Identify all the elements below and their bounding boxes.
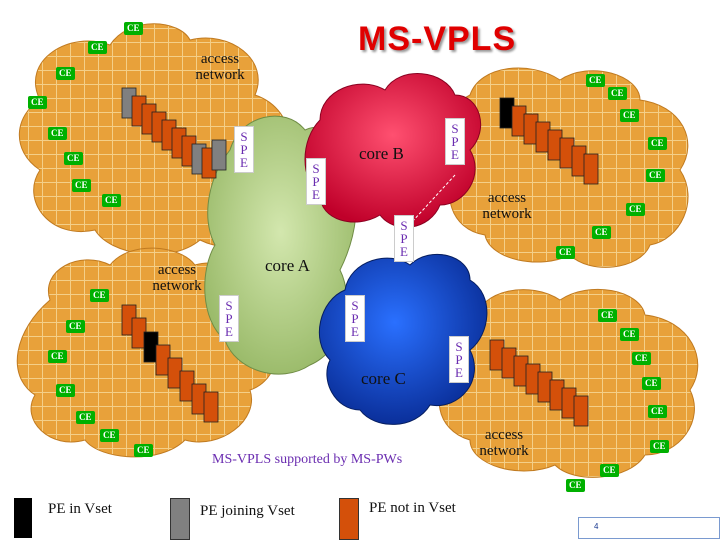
ce-node: CE xyxy=(592,226,611,239)
ce-node: CE xyxy=(56,384,75,397)
ce-node: CE xyxy=(648,405,667,418)
pe-stack-top-right xyxy=(499,97,599,185)
s-pe-node: S P E xyxy=(445,118,465,165)
ce-node: CE xyxy=(72,179,91,192)
ce-node: CE xyxy=(90,289,109,302)
ce-node: CE xyxy=(66,320,85,333)
access-network-label: access network xyxy=(152,262,202,294)
legend-swatch-pe-not-in-vset xyxy=(339,498,359,540)
ce-node: CE xyxy=(76,411,95,424)
legend-swatch-pe-joining-vset xyxy=(170,498,190,540)
access-network-label: access network xyxy=(482,190,532,222)
ce-node: CE xyxy=(28,96,47,109)
ce-node: CE xyxy=(48,127,67,140)
diagram-caption: MS-VPLS supported by MS-PWs xyxy=(212,452,403,467)
pe-stack-top-left xyxy=(121,87,227,179)
ce-node: CE xyxy=(586,74,605,87)
s-pe-node: S P E xyxy=(219,295,239,342)
s-pe-node: S P E xyxy=(345,295,365,342)
ce-node: CE xyxy=(620,328,639,341)
ce-node: CE xyxy=(56,67,75,80)
core-c-label: core C xyxy=(361,369,406,388)
access-network-label: access network xyxy=(479,427,529,459)
ce-node: CE xyxy=(626,203,645,216)
slide-title: MS-VPLS xyxy=(358,20,517,58)
ce-node: CE xyxy=(556,246,575,259)
ce-node: CE xyxy=(648,137,667,150)
ce-node: CE xyxy=(566,479,585,492)
pe-node-not-in-vset xyxy=(583,153,599,185)
ce-node: CE xyxy=(124,22,143,35)
ce-node: CE xyxy=(642,377,661,390)
core-b-label: core B xyxy=(359,144,404,163)
legend-label-pe-joining-vset: PE joining Vset xyxy=(200,503,295,519)
access-network-label: access network xyxy=(195,51,245,83)
ce-node: CE xyxy=(64,152,83,165)
ce-node: CE xyxy=(632,352,651,365)
ce-node: CE xyxy=(600,464,619,477)
s-pe-node: S P E xyxy=(449,336,469,383)
core-a-label: core A xyxy=(265,256,310,275)
s-pe-node: S P E xyxy=(234,126,254,173)
legend-swatch-pe-in-vset xyxy=(14,498,32,538)
ce-node: CE xyxy=(650,440,669,453)
ce-node: CE xyxy=(102,194,121,207)
page-number-box: 4 xyxy=(578,517,720,539)
s-pe-node: S P E xyxy=(306,158,326,205)
pe-stack-bottom-right xyxy=(489,339,589,427)
page-number: 4 xyxy=(594,522,599,531)
ce-node: CE xyxy=(608,87,627,100)
pe-node-not-in-vset xyxy=(573,395,589,427)
legend-label-pe-not-in-vset: PE not in Vset xyxy=(369,500,456,516)
s-pe-node: S P E xyxy=(394,215,414,262)
ce-node: CE xyxy=(48,350,67,363)
ce-node: CE xyxy=(134,444,153,457)
ce-node: CE xyxy=(620,109,639,122)
ce-node: CE xyxy=(646,169,665,182)
ce-node: CE xyxy=(598,309,617,322)
legend-label-pe-in-vset: PE in Vset xyxy=(48,501,112,517)
ce-node: CE xyxy=(100,429,119,442)
pe-node-not-in-vset xyxy=(203,391,219,423)
pe-stack-bottom-left xyxy=(121,304,219,423)
pe-node-joining xyxy=(211,139,227,171)
ce-node: CE xyxy=(88,41,107,54)
